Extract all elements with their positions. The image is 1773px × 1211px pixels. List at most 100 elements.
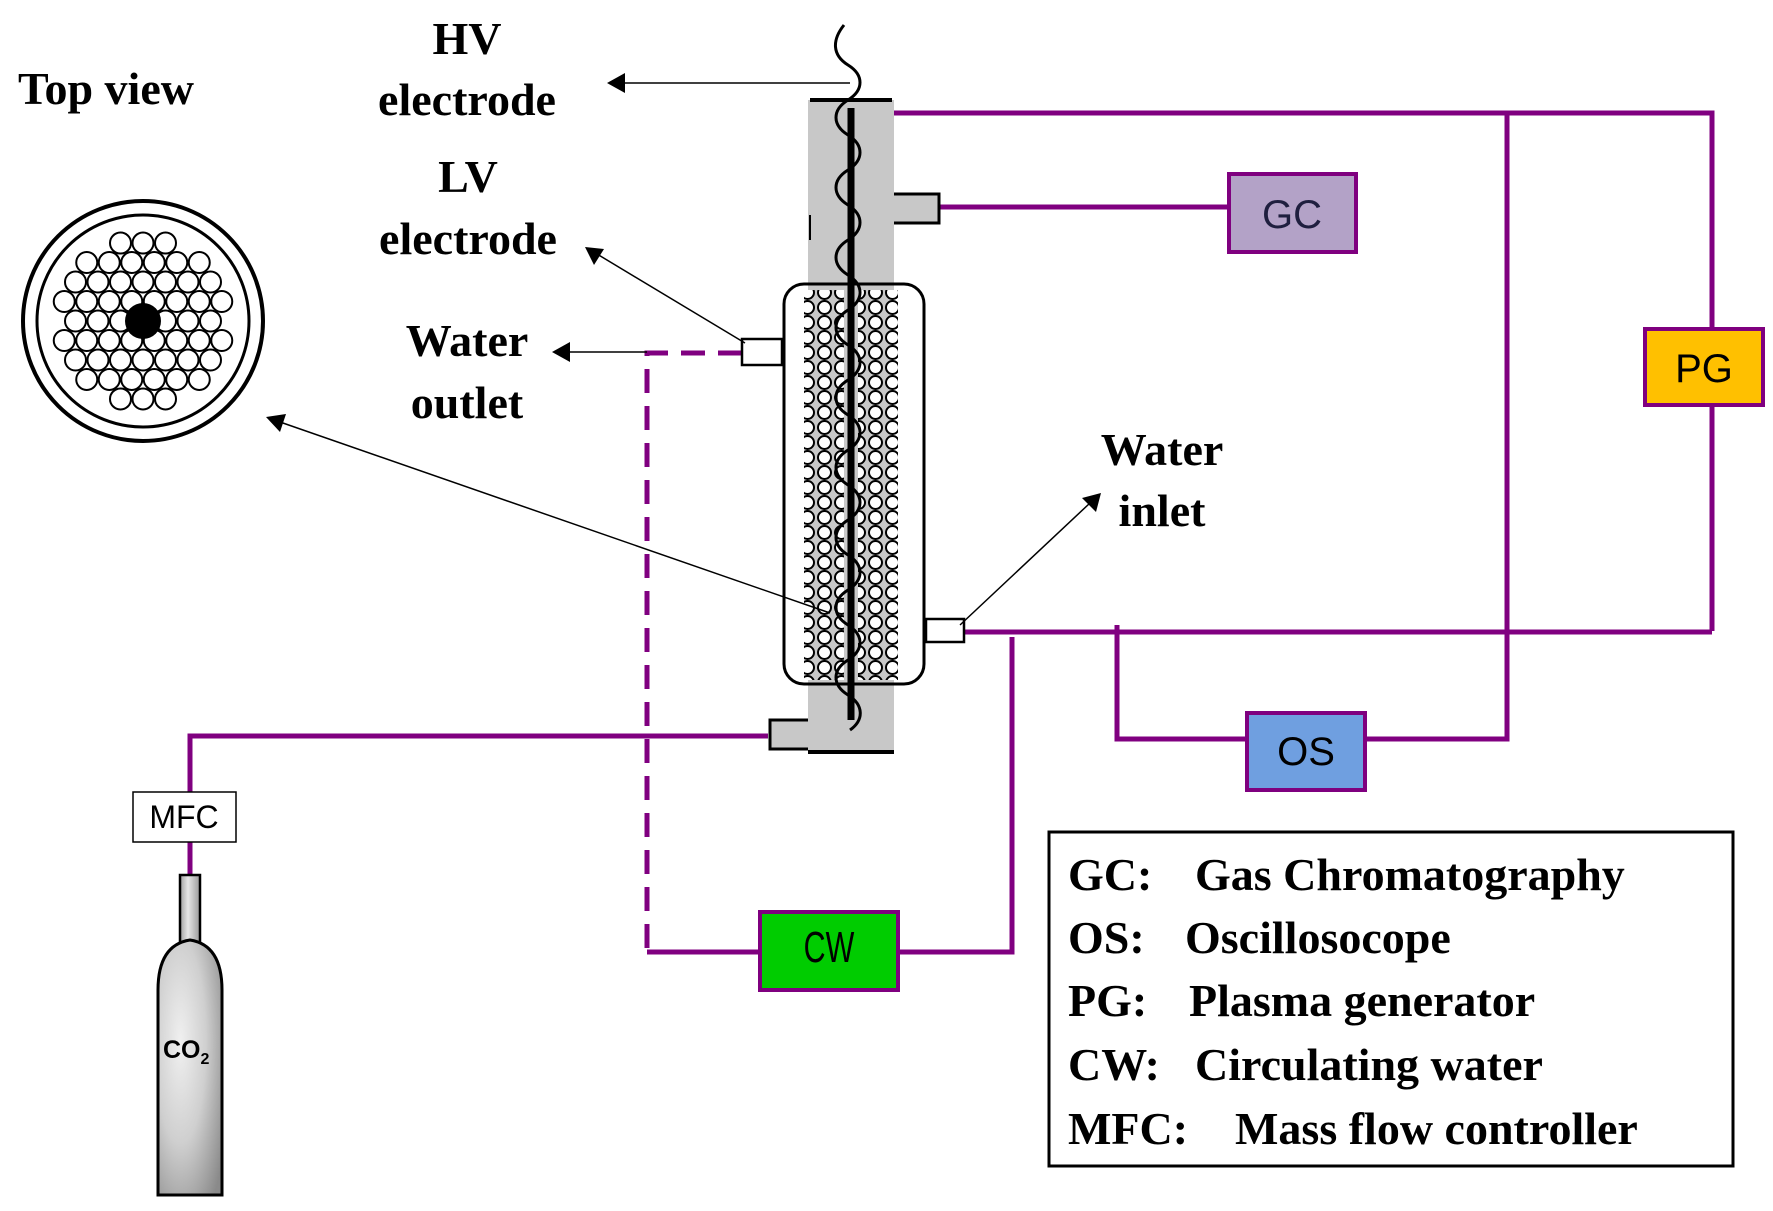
bead	[86, 270, 110, 294]
water-outlet-dashed	[644, 350, 742, 952]
center-electrode	[125, 303, 161, 339]
bead	[154, 270, 177, 294]
bead	[187, 290, 211, 314]
annotation-arrows	[266, 73, 1101, 626]
cw-box-label: CW	[804, 923, 855, 972]
bead	[165, 328, 189, 352]
electrode-spiral	[834, 24, 862, 732]
bead	[109, 270, 132, 294]
bead	[142, 367, 166, 391]
bead	[199, 309, 222, 333]
legend-abbr-mfc: MFC:	[1068, 1103, 1188, 1154]
bead	[154, 387, 177, 411]
bead	[52, 290, 76, 314]
wiring	[187, 110, 1715, 955]
legend-abbr-gc: GC:	[1068, 849, 1152, 900]
bead	[154, 348, 177, 372]
bead	[199, 270, 222, 294]
bead	[131, 348, 155, 372]
legend-abbr-os: OS:	[1068, 912, 1145, 963]
os-lv-probe-wire	[1114, 625, 1246, 742]
lv-label-line1: LV	[438, 151, 498, 202]
bead	[165, 290, 189, 314]
legend-abbr-cw: CW:	[1068, 1039, 1160, 1090]
gc-box[interactable]: GC	[1227, 172, 1358, 254]
legend-desc-cw: Circulating water	[1195, 1039, 1543, 1090]
bead	[131, 270, 155, 294]
bead	[176, 348, 200, 372]
gc-box-label: GC	[1262, 193, 1322, 237]
legend-box	[1047, 830, 1735, 1168]
bead	[97, 328, 121, 352]
bead	[131, 387, 155, 411]
water-inlet-label-line1: Water	[1101, 424, 1224, 475]
cw-box[interactable]: CW	[758, 910, 900, 992]
bead	[97, 367, 121, 391]
top-view-label: Top view	[18, 63, 194, 114]
water-outlet-label-line2: outlet	[411, 377, 524, 428]
top-view-arrowhead	[266, 414, 286, 432]
gas-inlet-wire	[187, 733, 768, 809]
hv-label-line2: electrode	[378, 74, 556, 125]
bead	[64, 348, 87, 372]
gas-inlet-port	[770, 720, 808, 749]
bead	[52, 328, 76, 352]
hv-label-line1: HV	[433, 13, 502, 64]
bead	[75, 251, 99, 275]
mfc-box-label: MFC	[149, 799, 218, 835]
cylinder-neck	[178, 873, 202, 947]
lv-arrowhead	[585, 247, 604, 265]
labels: Top view HV electrode LV electrode Water…	[18, 13, 1223, 536]
bead	[75, 367, 99, 391]
bead-packing-left	[804, 290, 844, 680]
water-inlet-arrowhead	[1082, 493, 1101, 512]
co2-cylinder: CO2	[156, 873, 224, 1197]
bead	[64, 309, 87, 333]
bead	[210, 328, 234, 352]
hv-wire	[893, 110, 1715, 327]
pg-box-rect	[1643, 327, 1765, 407]
pg-box[interactable]: PG	[1643, 327, 1765, 407]
bead-packing-right	[858, 290, 898, 680]
water-inlet-port	[924, 617, 966, 644]
bead	[142, 251, 166, 275]
gc-box-rect	[1227, 172, 1358, 254]
bead	[165, 367, 189, 391]
reactor	[740, 24, 966, 754]
mfc-box-rect	[132, 791, 237, 843]
os-box[interactable]: OS	[1245, 711, 1367, 792]
top-view-cross-section	[21, 199, 265, 443]
bead	[109, 348, 132, 372]
legend: GC: Gas Chromatography OS: Oscillosocope…	[1047, 830, 1735, 1168]
hv-arrowhead	[607, 73, 625, 93]
top-view-beads	[52, 231, 234, 411]
pg-box-label: PG	[1675, 347, 1733, 391]
legend-desc-os: Oscillosocope	[1185, 912, 1451, 963]
mfc-box[interactable]: MFC	[132, 791, 237, 843]
cw-box-rect	[758, 910, 900, 992]
bead	[75, 290, 99, 314]
bead	[165, 251, 189, 275]
cylinder-body	[156, 938, 224, 1197]
bead	[176, 309, 200, 333]
legend-abbr-pg: PG:	[1068, 975, 1147, 1026]
water-outlet-label-line1: Water	[406, 315, 529, 366]
bead	[109, 231, 132, 255]
os-hv-probe-wire	[1366, 113, 1510, 742]
lv-label-line2: electrode	[379, 213, 557, 264]
bead	[120, 367, 144, 391]
legend-desc-mfc: Mass flow controller	[1235, 1103, 1638, 1154]
legend-desc-gc: Gas Chromatography	[1195, 849, 1625, 900]
bead	[210, 290, 234, 314]
bead	[75, 328, 99, 352]
bead	[64, 270, 87, 294]
bead	[86, 348, 110, 372]
cylinder-label: CO2	[163, 1036, 210, 1068]
bead	[187, 328, 211, 352]
legend-desc-pg: Plasma generator	[1189, 975, 1535, 1026]
bead	[176, 270, 200, 294]
os-box-label: OS	[1277, 730, 1335, 774]
water-outlet-arrowhead	[552, 342, 570, 362]
bead	[187, 367, 211, 391]
